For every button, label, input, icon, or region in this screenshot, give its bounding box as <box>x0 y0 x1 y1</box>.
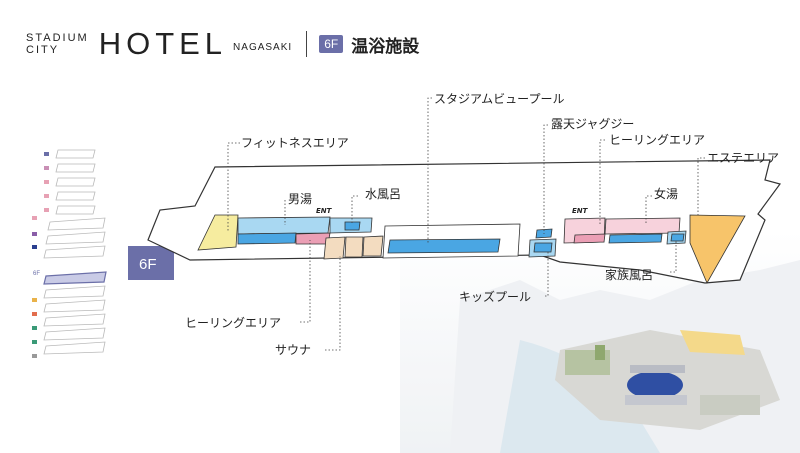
brand-stadium-city: STADIUM CITY <box>26 32 89 56</box>
label-stadium-pool: スタジアムビュープール <box>434 92 564 106</box>
label-kids-pool: キッズプール <box>459 289 531 304</box>
stadium-aerial-image <box>555 330 780 430</box>
floor-stack-markers <box>32 152 49 358</box>
label-esthe: エステエリア <box>707 151 779 165</box>
mini-floor-label: 6F <box>33 271 40 277</box>
leader-lines <box>227 97 705 351</box>
brand-hotel: HOTEL <box>98 26 228 61</box>
header-divider <box>306 31 308 57</box>
page-title: 温浴施設 <box>351 36 420 57</box>
ent-left: ENT <box>316 207 333 215</box>
family-bath-water <box>670 233 685 242</box>
ent-right: ENT <box>572 207 589 215</box>
label-fitness: フィットネスエリア <box>241 136 349 150</box>
rooms <box>197 214 746 284</box>
floor-stack <box>43 149 106 355</box>
healing-right-accent <box>573 233 606 244</box>
label-family-bath: 家族風呂 <box>605 267 653 282</box>
label-sauna: サウナ <box>275 343 311 357</box>
mens-bath-upper <box>237 216 331 235</box>
womens-bath-pool <box>608 233 663 244</box>
brand-bottom: CITY <box>26 44 60 56</box>
sauna-3 <box>362 235 384 257</box>
mens-bath-pool <box>237 232 297 245</box>
label-womens-bath: 女湯 <box>654 186 678 201</box>
label-mens-bath: 男湯 <box>288 192 312 206</box>
esthe-area <box>689 214 746 284</box>
stadium-view-pool <box>387 238 501 254</box>
brand-city: NAGASAKI <box>233 41 293 53</box>
floor-stack-highlight: 6F <box>33 271 107 285</box>
building-outline <box>147 159 782 284</box>
cold-bath-pool <box>344 221 361 231</box>
label-cold-bath: 水風呂 <box>365 187 401 201</box>
page-header: STADIUM CITY HOTEL NAGASAKI 6F 温浴施設 <box>26 24 419 64</box>
floor-marker-label: 6F <box>139 256 157 273</box>
sauna-2 <box>344 236 364 258</box>
kids-pool-water <box>533 242 553 253</box>
label-outdoor-jacuzzi: 露天ジャグジー <box>551 117 634 131</box>
floor-badge: 6F <box>319 35 344 53</box>
sauna-1 <box>323 236 346 260</box>
label-healing-left: ヒーリングエリア <box>185 316 281 330</box>
label-healing-right: ヒーリングエリア <box>609 133 705 147</box>
brand-top: STADIUM <box>26 32 89 44</box>
floor-marker-6f: 6F <box>128 246 174 280</box>
fitness-area <box>197 214 239 251</box>
healing-left <box>295 232 331 245</box>
